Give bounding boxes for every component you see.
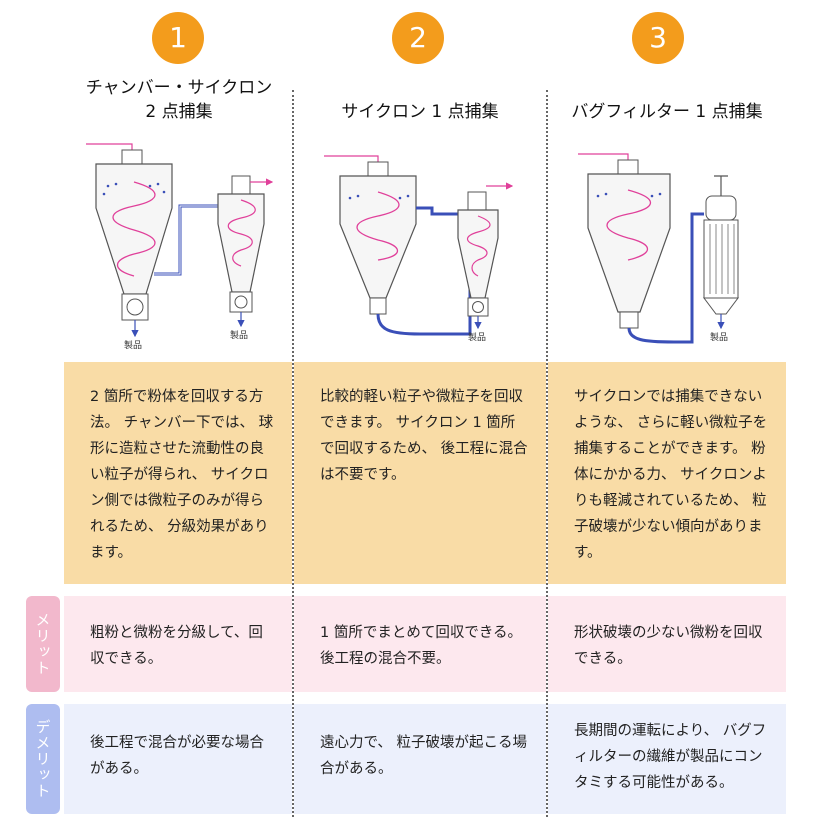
merit-cell-1: 粗粉と微粉を分級して、回収できる。 <box>64 596 292 692</box>
product-label-2: 製品 <box>468 331 486 343</box>
number-badge-3: 3 <box>632 12 684 64</box>
description-cell-3: サイクロンでは捕集できないような、 さらに軽い微粒子を捕集することができます。 … <box>548 362 786 584</box>
merit-row-label: メリット <box>26 596 60 692</box>
column-divider-2 <box>546 90 548 817</box>
diagram-bag-filter: 製品 <box>578 153 739 344</box>
column-title-1-line2: 2 点捕集 <box>145 102 213 122</box>
column-title-3: バグフィルター 1 点捕集 <box>548 100 786 124</box>
number-badge-2: 2 <box>392 12 444 64</box>
demerit-row-label: デメリット <box>26 704 60 814</box>
diagram-chamber-cyclone: 製品 製品 <box>86 143 274 351</box>
description-cell-2: 比較的軽い粒子や微粒子を回収できます。 サイクロン 1 箇所で回収するため、 後… <box>294 362 546 584</box>
merit-cell-3: 形状破壊の少ない微粉を回収できる。 <box>548 596 786 692</box>
product-label-1b: 製品 <box>230 329 248 341</box>
diagram-cyclone: 製品 <box>324 155 514 343</box>
product-label-3: 製品 <box>710 331 728 343</box>
column-divider-1 <box>292 90 294 817</box>
column-title-2-line1: サイクロン 1 点捕集 <box>341 102 499 122</box>
description-cell-1: 2 箇所で粉体を回収する方法。 チャンバー下では、 球形に造粒させた流動性の良い… <box>64 362 292 584</box>
demerit-cell-3: 長期間の運転により、 バグフィルターの繊維が製品にコンタミする可能性がある。 <box>548 704 786 814</box>
column-title-1-line1: チャンバー・サイクロン <box>85 78 273 98</box>
demerit-cell-2: 遠心力で、 粒子破壊が起こる場合がある。 <box>294 704 546 814</box>
product-label-1a: 製品 <box>124 339 142 351</box>
demerit-cell-1: 後工程で混合が必要な場合がある。 <box>64 704 292 814</box>
column-title-3-line1: バグフィルター 1 点捕集 <box>571 102 763 122</box>
merit-cell-2: 1 箇所でまとめて回収できる。後工程の混合不要。 <box>294 596 546 692</box>
column-title-2: サイクロン 1 点捕集 <box>294 100 546 124</box>
number-badge-1: 1 <box>152 12 204 64</box>
column-title-1: チャンバー・サイクロン 2 点捕集 <box>66 76 292 124</box>
